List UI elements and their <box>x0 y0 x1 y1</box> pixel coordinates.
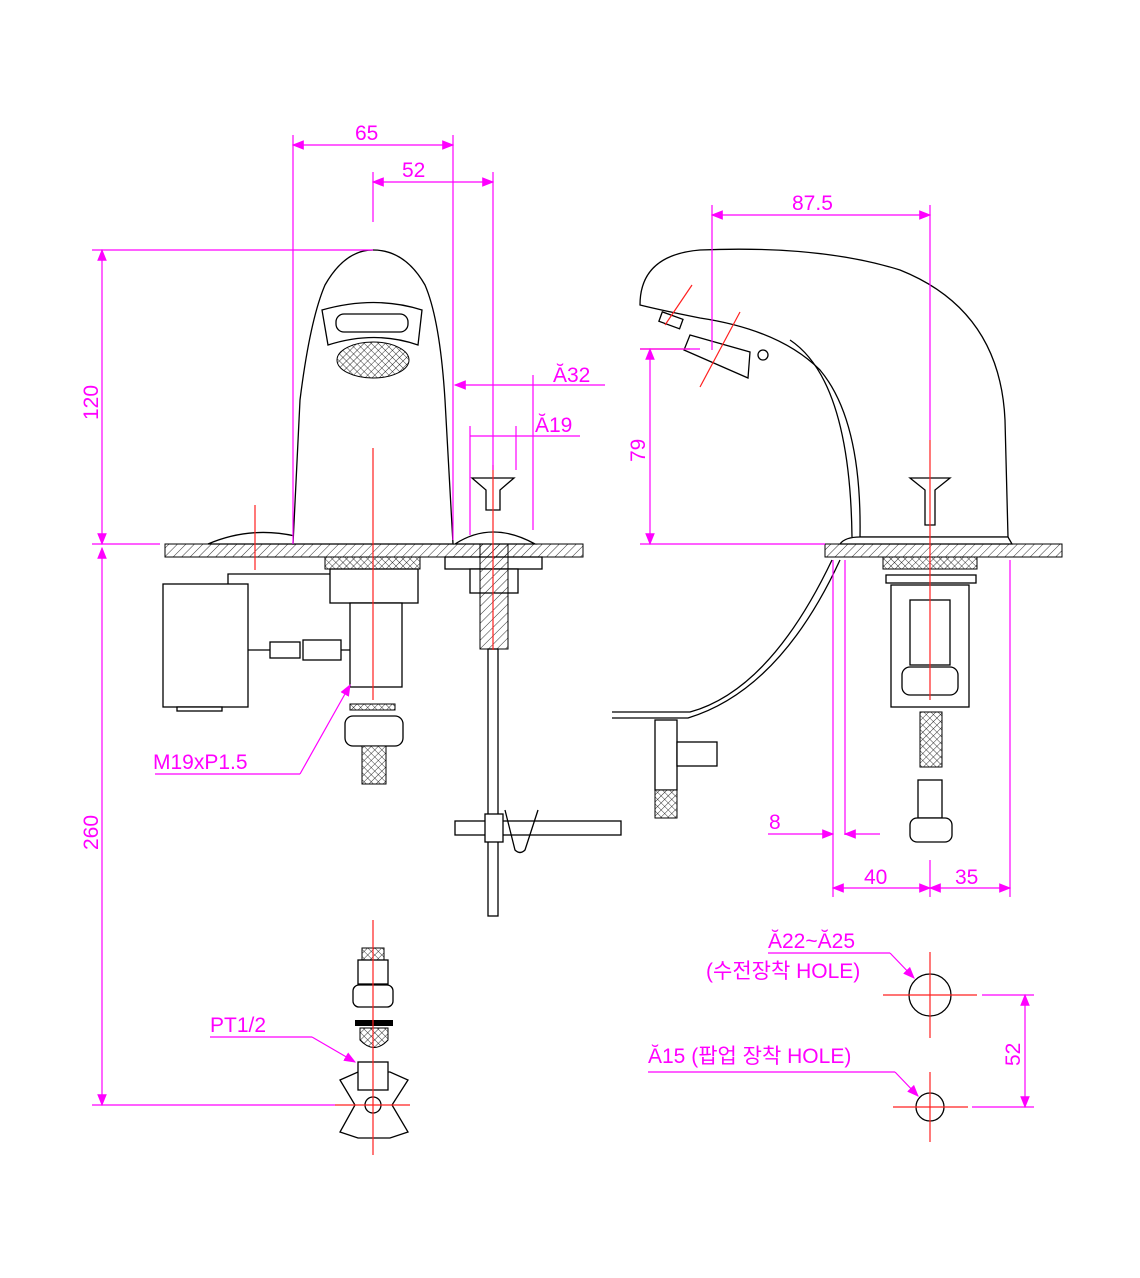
sensor-head <box>683 334 751 379</box>
cable-connector-female <box>302 639 342 661</box>
spout-inner-edge <box>789 339 853 538</box>
dim-8: 8 <box>769 811 781 834</box>
lever-clip <box>484 813 504 843</box>
front-view <box>162 249 622 1155</box>
sensor-lens <box>335 313 409 333</box>
spring-clip <box>504 809 539 854</box>
shank <box>349 602 403 688</box>
control-box <box>162 583 249 708</box>
dim-79: 79 <box>627 439 650 462</box>
popup-lever <box>454 820 622 836</box>
sensor-cable <box>227 573 350 651</box>
basin-edge-inner <box>612 559 841 719</box>
strainer <box>359 1027 389 1048</box>
control-box-foot <box>176 706 223 712</box>
drain-tee <box>654 719 678 791</box>
popup-body <box>479 543 509 650</box>
faucet-hole-diameter: Ă22~Ă25 <box>768 930 855 953</box>
popup-flange <box>452 531 538 545</box>
dim-52: 52 <box>402 159 425 182</box>
inlet-filter <box>349 703 396 711</box>
front-dimensions: 65 52 120 260 Ă32 Ă19 M19xP1.5 PT1/2 <box>80 122 605 1107</box>
faucet-hole-note: (수전장착 HOLE) <box>706 960 860 983</box>
dim-120: 120 <box>80 385 103 420</box>
dim-phi19: Ă19 <box>535 414 572 437</box>
braided-hose <box>361 745 387 785</box>
popup-hole-label: Ă15 (팝업 장착 HOLE) <box>648 1045 851 1068</box>
side-dimensions: 87.5 79 8 40 35 <box>627 192 1012 897</box>
dim-65: 65 <box>355 122 378 145</box>
side-braided-hose <box>919 711 943 768</box>
side-view <box>612 248 1063 843</box>
side-screw <box>757 349 769 361</box>
sensor-axis-2 <box>664 284 693 326</box>
base-plate <box>207 531 296 545</box>
dim-87-5: 87.5 <box>792 192 833 215</box>
spout-side-profile <box>639 248 1009 538</box>
sensor-tab <box>658 311 684 330</box>
basin-edge <box>612 559 833 713</box>
drain-outlet <box>654 789 678 819</box>
thread-label: M19xP1.5 <box>153 751 248 774</box>
hose-nut <box>344 715 404 747</box>
dim-40: 40 <box>864 866 887 889</box>
side-bottom-nut <box>909 817 953 843</box>
dim-phi32: Ă32 <box>553 364 590 387</box>
mount-bracket <box>329 568 419 604</box>
hole-layout: Ă22~Ă25 (수전장착 HOLE) Ă15 (팝업 장착 HOLE) 52 <box>648 930 1034 1142</box>
sensor-axis <box>699 311 741 388</box>
side-hose-end <box>917 779 943 819</box>
connection-label: PT1/2 <box>210 1014 266 1037</box>
drain-side-port <box>676 741 718 767</box>
dim-35: 35 <box>955 866 978 889</box>
side-washer <box>885 574 977 584</box>
countertop-section-side <box>824 543 1063 558</box>
washer <box>355 1020 393 1026</box>
side-base <box>838 536 1014 545</box>
dim-hole-spacing: 52 <box>1002 1043 1025 1066</box>
aerator <box>336 341 410 379</box>
cable-connector <box>269 641 301 659</box>
popup-rod <box>487 648 499 917</box>
dim-260: 260 <box>80 815 103 850</box>
countertop-section <box>164 543 584 558</box>
